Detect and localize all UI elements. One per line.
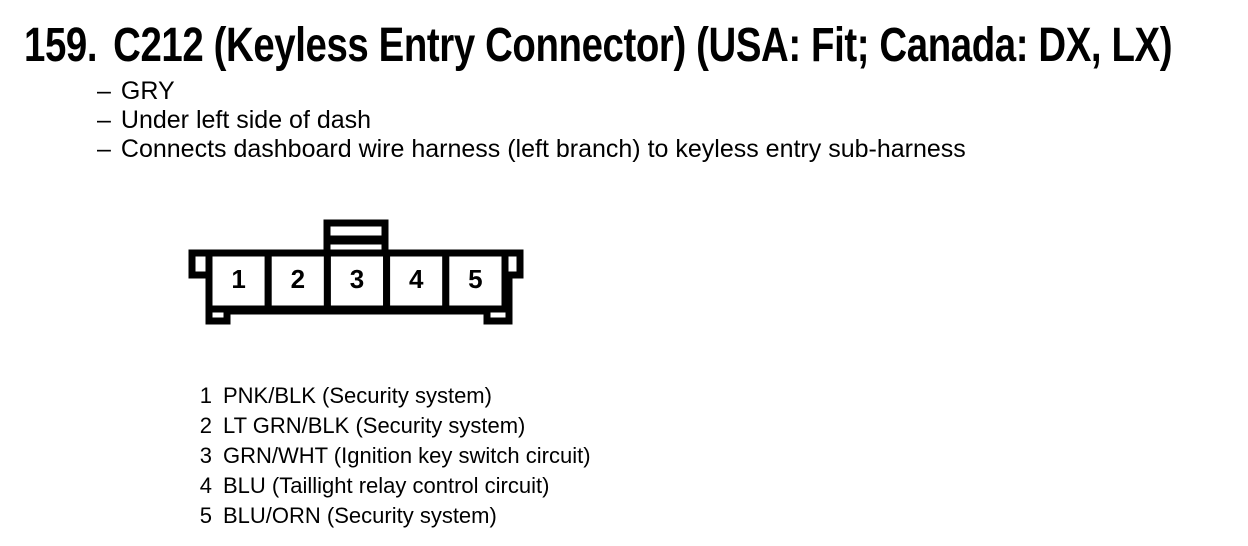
bullet-dash: – [97,77,111,105]
pin-number: 2 [199,413,212,438]
note-item: – GRY [97,77,966,106]
bullet-dash: – [97,135,111,163]
note-text-location: Under left side of dash [120,106,372,134]
pin-description: PNK/BLK (Security system) [223,383,492,408]
note-text-color: GRY [120,77,175,105]
cavity-number: 2 [291,264,305,294]
pin-number: 5 [199,503,212,528]
cavity-box-1 [205,249,272,313]
pin-description: LT GRN/BLK (Security system) [223,413,526,438]
pin-description: BLU (Taillight relay control circuit) [223,473,550,498]
connector-notes: – GRY – Under left side of dash – Connec… [97,77,966,164]
pinout-row: 2 LT GRN/BLK (Security system) [198,411,591,441]
section-heading: 159. C212 (Keyless Entry Connector) (USA… [24,19,1173,72]
cavity-number: 3 [350,264,364,294]
pin-number: 1 [199,383,212,408]
pin-description: GRN/WHT (Ignition key switch circuit) [223,443,591,468]
cavity-number: 1 [231,264,245,294]
note-item: – Connects dashboard wire harness (left … [97,135,966,164]
bullet-dash: – [97,106,111,134]
pinout-row: 3 GRN/WHT (Ignition key switch circuit) [198,441,591,471]
cavity-box-5 [442,249,509,313]
page-title: C212 (Keyless Entry Connector) (USA: Fit… [113,19,1173,72]
pin-number: 3 [199,443,212,468]
note-text-function: Connects dashboard wire harness (left br… [120,135,966,163]
cavity-number: 5 [468,264,482,294]
pin-description: BLU/ORN (Security system) [223,503,497,528]
cavity-box-3 [323,249,391,313]
pinout-row: 4 BLU (Taillight relay control circuit) [198,471,591,501]
pinout-row: 5 BLU/ORN (Security system) [198,501,591,531]
pin-number: 4 [199,473,212,498]
note-item: – Under left side of dash [97,106,966,135]
connector-diagram: 1 2 3 4 5 [188,219,524,325]
pinout-row: 1 PNK/BLK (Security system) [198,381,591,411]
pinout-list: 1 PNK/BLK (Security system) 2 LT GRN/BLK… [198,381,591,531]
cavity-number: 4 [409,264,424,294]
section-number: 159. [24,19,98,72]
